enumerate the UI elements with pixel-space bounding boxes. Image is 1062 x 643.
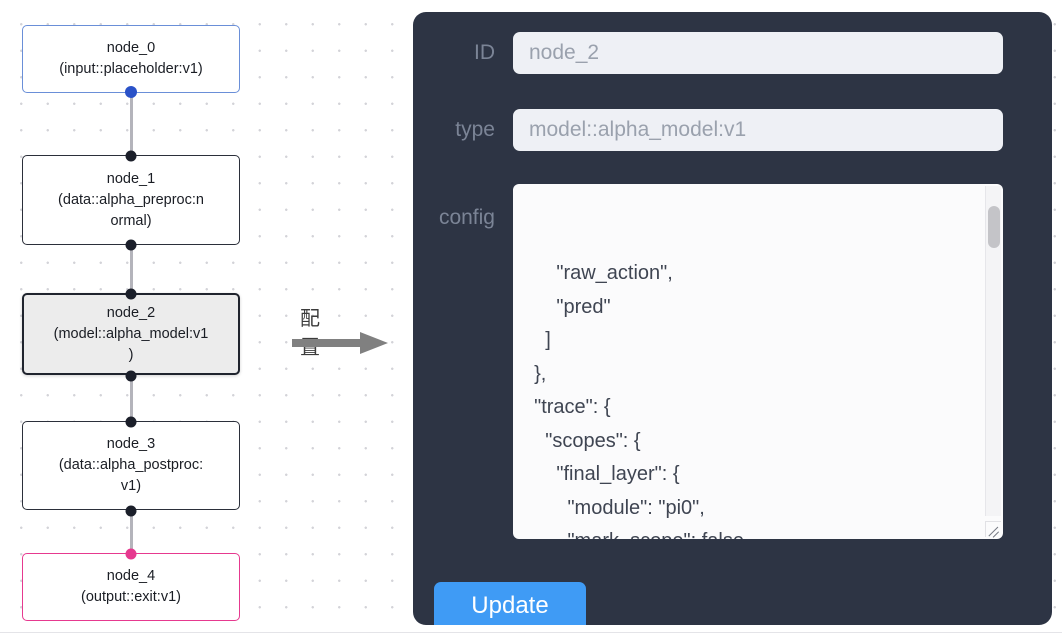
node_4-target-handle[interactable] [125,548,137,560]
flow-node-label: node_4 (output::exit:v1) [81,568,181,605]
field-row-type: type [413,109,1003,151]
node-inspector-panel: ID type config "raw_action", "pred" ] },… [413,12,1052,625]
edge-node2-node3 [130,374,133,422]
node_1-source-handle[interactable] [125,239,137,251]
arrow-right-icon [292,332,388,354]
field-row-config: config "raw_action", "pred" ] }, "trace"… [413,184,1003,539]
node_1-target-handle[interactable] [125,150,137,162]
flow-node-node_4[interactable]: node_4 (output::exit:v1) [22,553,240,621]
node_2-source-handle[interactable] [125,370,137,382]
flow-node-node_3[interactable]: node_3 (data::alpha_postproc: v1) [22,421,240,510]
config-scrollbar[interactable] [985,186,1001,516]
flow-node-node_2[interactable]: node_2 (model::alpha_model:v1 ) [22,293,240,375]
config-textarea[interactable]: "raw_action", "pred" ] }, "trace": { "sc… [513,184,1003,539]
flow-node-label: node_1 (data::alpha_preproc:n ormal) [58,170,204,229]
node_3-target-handle[interactable] [125,416,137,428]
node_0-source-handle[interactable] [125,86,137,98]
edge-node0-node1 [130,90,133,158]
flow-node-label: node_3 (data::alpha_postproc: v1) [58,436,204,494]
config-textarea-content: "raw_action", "pred" ] }, "trace": { "sc… [534,262,744,539]
node_3-source-handle[interactable] [125,505,137,517]
node_2-target-handle[interactable] [125,288,137,300]
flow-node-label: node_2 (model::alpha_model:v1 ) [53,304,209,363]
type-field-label: type [455,118,495,141]
config-resize-grip-icon[interactable] [985,521,1001,537]
config-scrollbar-thumb[interactable] [988,206,1000,248]
edge-node1-node2 [130,244,133,294]
id-input[interactable] [513,32,1003,74]
update-button[interactable]: Update [434,582,586,625]
id-field-label: ID [474,41,495,64]
config-field-label: config [438,206,495,229]
field-row-id: ID [413,32,1003,74]
flow-node-label: node_0 (input::placeholder:v1) [59,40,203,77]
flow-node-node_0[interactable]: node_0 (input::placeholder:v1) [22,25,240,93]
edge-node3-node4 [130,509,133,554]
type-input[interactable] [513,109,1003,151]
flow-node-node_1[interactable]: node_1 (data::alpha_preproc:n ormal) [22,155,240,245]
